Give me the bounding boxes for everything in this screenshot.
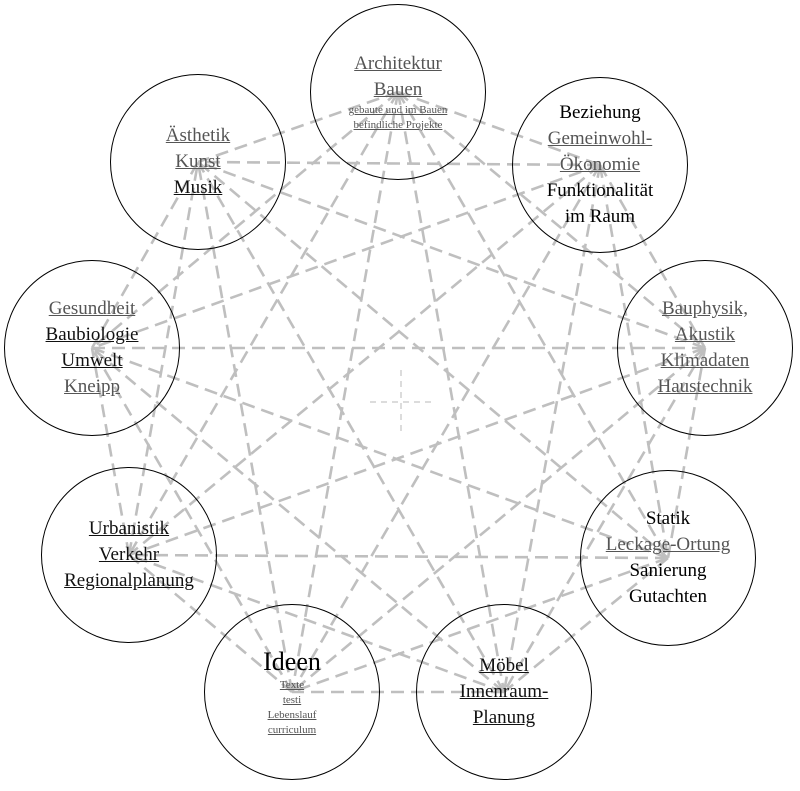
gesundheit-line-3-link[interactable]: Kneipp: [64, 376, 120, 397]
connector-statik-moebel: [503, 556, 669, 694]
statik-line-3-label: Gutachten: [628, 586, 708, 607]
connector-bauphysik-aesthetik: [197, 160, 706, 350]
moebel-line-0-link[interactable]: Möbel: [479, 655, 529, 676]
aesthetik-line-2-link[interactable]: Musik: [173, 177, 223, 198]
connector-ideen-urbanistik: [128, 554, 293, 693]
bauphysik-line-2-link[interactable]: Klimadaten: [660, 350, 750, 371]
beziehung-line-2-link[interactable]: Ökonomie: [559, 154, 641, 175]
connector-urbanistik-gesundheit: [90, 347, 131, 556]
beziehung-line-4-label: im Raum: [564, 206, 636, 227]
connector-moebel-gesundheit: [91, 347, 505, 693]
architektur-line-0-link[interactable]: Architektur: [354, 53, 442, 74]
connector-architektur-ideen: [290, 91, 400, 693]
connector-beziehung-bauphysik: [598, 164, 707, 349]
urbanistik-line-0-link[interactable]: Urbanistik: [88, 518, 170, 539]
gesundheit-line-0-link[interactable]: Gesundheit: [48, 298, 136, 319]
beziehung-line-1-link[interactable]: Gemeinwohl-: [547, 128, 653, 149]
connector-architektur-beziehung: [397, 90, 601, 167]
ideen-line-1-link[interactable]: Texte: [279, 679, 305, 691]
connector-bauphysik-urbanistik: [128, 346, 706, 557]
ideen-line-4-link[interactable]: curriculum: [267, 724, 317, 736]
connector-statik-gesundheit: [91, 346, 669, 560]
connector-beziehung-moebel: [502, 164, 602, 693]
connector-architektur-urbanistik: [127, 91, 400, 556]
connector-beziehung-urbanistik: [128, 163, 601, 557]
connector-moebel-aesthetik: [196, 161, 506, 693]
urbanistik-line-2-link[interactable]: Regionalplanung: [64, 570, 194, 591]
statik-line-1-link[interactable]: Leckage-Ortung: [605, 534, 731, 555]
gesundheit-line-1-link[interactable]: Baubiologie: [45, 324, 139, 345]
statik-line-0-label: Statik: [645, 508, 691, 529]
connector-bauphysik-ideen: [291, 347, 706, 693]
connector-beziehung-ideen: [290, 164, 602, 693]
architektur-line-2-link[interactable]: gebaute und im Bauen: [348, 104, 448, 116]
bauphysik-line-1-link[interactable]: Akustik: [674, 324, 736, 345]
bauphysik-line-0-link[interactable]: Bauphysik,: [661, 298, 749, 319]
moebel-line-1-link[interactable]: Innenraum-: [459, 681, 549, 702]
connector-beziehung-gesundheit: [91, 163, 601, 350]
aesthetik-line-1-link[interactable]: Kunst: [175, 151, 221, 172]
architektur-line-3-link[interactable]: befindliche Projekte: [353, 119, 443, 131]
beziehung-line-3-label: Funktionalität: [546, 180, 654, 201]
ideen-line-3-link[interactable]: Lebenslauf: [267, 709, 317, 721]
architektur-line-1-link[interactable]: Bauen: [373, 79, 423, 100]
ideen-line-2-link[interactable]: testi: [282, 694, 302, 706]
statik-line-2-label: Sanierung: [629, 560, 707, 581]
moebel-line-2-link[interactable]: Planung: [472, 707, 536, 728]
connector-architektur-statik: [396, 91, 670, 559]
ideen-line-0-label: Ideen: [263, 647, 321, 676]
bauphysik-line-3-link[interactable]: Haustechnik: [657, 376, 753, 397]
connector-statik-aesthetik: [197, 161, 669, 559]
center-crosshair: [370, 370, 432, 434]
urbanistik-line-1-link[interactable]: Verkehr: [98, 544, 160, 565]
connector-architektur-moebel: [396, 91, 506, 693]
aesthetik-line-0-link[interactable]: Ästhetik: [165, 125, 231, 146]
gesundheit-line-2-link[interactable]: Umwelt: [61, 350, 123, 371]
connector-architektur-aesthetik: [197, 90, 399, 164]
beziehung-line-0-label: Beziehung: [559, 102, 641, 123]
connector-gesundheit-aesthetik: [90, 161, 200, 349]
connector-statik-urbanistik: [128, 553, 669, 560]
connector-bauphysik-statik: [666, 347, 707, 559]
connector-ideen-aesthetik: [196, 161, 294, 693]
